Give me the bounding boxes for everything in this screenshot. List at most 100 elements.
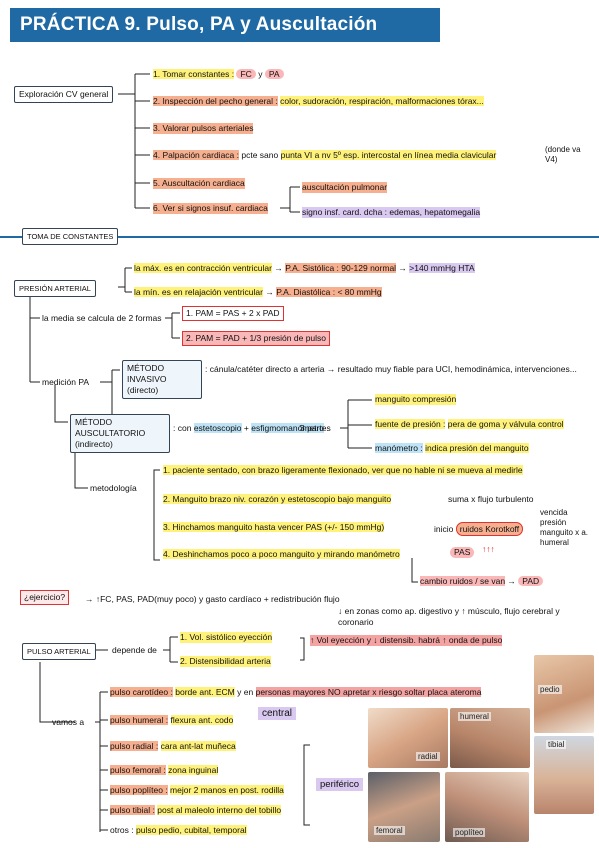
step-1-text: 1. paciente sentado, con brazo ligeramen… — [163, 465, 523, 475]
page-title: PRÁCTICA 9. Pulso, PA y Auscultación Car… — [10, 8, 440, 69]
vencida-presion: vencida presión manguito x a. humeral — [540, 508, 589, 547]
pa-min-row: la mín. es en relajación ventricular → P… — [134, 287, 382, 297]
step-4-text: 4. Deshinchamos poco a poco manguito y m… — [163, 549, 400, 559]
inicio-label: inicio — [434, 524, 454, 534]
photo-humeral: humeral — [450, 708, 530, 768]
item-2-detail: color, sudoración, respiración, malforma… — [280, 96, 484, 106]
photo-radial: radial — [368, 708, 448, 768]
cambio-row: cambio ruidos / se van → PAD — [420, 576, 544, 587]
suma-flujo: suma x flujo turbulento — [448, 494, 534, 504]
humeral-detail: flexura ant. codo — [170, 715, 234, 725]
pa-media: la media se calcula de 2 formas — [42, 313, 162, 323]
step-3-text: 3. Hinchamos manguito hasta vencer PAS (… — [163, 522, 385, 532]
auscult-con: : con — [173, 423, 192, 433]
exploracion-item-1: 1. Tomar constantes : FC y PA — [153, 69, 284, 80]
photo-tibial-label: tibial — [546, 740, 567, 749]
pulso-carotideo-row: pulso carotídeo : borde ant. ECM y en pe… — [110, 687, 482, 698]
estetoscopio: estetoscopio — [193, 423, 242, 433]
exploracion-item-5: 5. Auscultación cardiaca — [153, 178, 245, 189]
carotideo-label: pulso carotídeo : — [110, 687, 173, 697]
presion-arterial-header: PRESIÓN ARTERIAL — [14, 280, 96, 297]
pulso-radial-row: pulso radial : cara ant-lat muñeca — [110, 741, 236, 752]
ejercicio-detail: ↓ en zonas como ap. digestivo y ↑ múscul… — [338, 606, 560, 627]
metodo-step-3: 3. Hinchamos manguito hasta vencer PAS (… — [163, 522, 385, 533]
exploracion-root: Exploración CV general — [14, 86, 114, 103]
photo-tibial: tibial — [534, 736, 594, 814]
carotideo-warning: personas mayores NO apretar x riesgo sol… — [255, 687, 482, 697]
parte-manguito: manguito compresión — [375, 394, 457, 405]
item-4-detail-1: pcte sano — [241, 150, 279, 160]
photo-pedio: pedio — [534, 655, 594, 733]
fuente-label: fuente de presión : — [375, 419, 446, 429]
photo-pedio-label: pedio — [538, 685, 562, 694]
pa-min: la mín. es en relajación ventricular — [134, 287, 263, 297]
pa-max: la máx. es en contracción ventricular — [134, 263, 272, 273]
toma-constantes-header: TOMA DE CONSTANTES — [22, 228, 119, 245]
pam-formula-1: 1. PAM = PAS + 2 x PAD — [182, 306, 284, 321]
parte-manometro: manómetro : indica presión del manguito — [375, 443, 529, 454]
central-badge: central — [258, 707, 297, 720]
signo-insuf-derecha: signo insf. card. dcha : edemas, hepatom… — [302, 207, 481, 218]
pulso-note: ↑ Vol eyección y ↓ distensib. habrá ↑ on… — [310, 635, 503, 646]
metodo-step-1: 1. paciente sentado, con brazo ligeramen… — [163, 465, 523, 476]
pulso-otros-row: otros : pulso pedio, cubital, temporal — [110, 825, 247, 836]
item-4-label: 4. Palpación cardiaca : — [153, 150, 239, 160]
depende-2: 2. Distensibilidad arteria — [180, 656, 271, 667]
item-1-label: 1. Tomar constantes : — [153, 69, 235, 79]
metodo-invasivo: MÉTODO INVASIVO (directo) — [122, 360, 202, 399]
item-2-label: 2. Inspección del pecho general : — [153, 96, 278, 106]
auscultatorio-detail: : con estetoscopio + esfigmomanómetro — [173, 423, 325, 434]
ejercicio-answer: → ↑FC, PAS, PAD(muy poco) y gasto cardía… — [85, 594, 340, 604]
photo-popliteo: poplíteo — [445, 772, 529, 842]
photo-humeral-label: humeral — [458, 712, 491, 721]
medicion-pa: medición PA — [42, 377, 90, 387]
section-divider — [0, 236, 599, 238]
fuente-detail: pera de goma y válvula control — [447, 419, 564, 429]
femoral-detail: zona inguinal — [168, 765, 219, 775]
metodo-step-2: 2. Manguito brazo niv. corazón y estetos… — [163, 494, 392, 505]
metodo-auscultatorio: MÉTODO AUSCULTATORIO (indirecto) — [70, 414, 170, 453]
pulso-tibial-row: pulso tibial : post al maleolo interno d… — [110, 805, 282, 816]
auscult-plus: + — [243, 423, 249, 433]
fc-badge: FC — [236, 69, 256, 79]
korotkoff-row: inicio ruidos Korotkoff — [434, 522, 524, 536]
otros-detail: pulso pedio, cubital, temporal — [136, 825, 247, 835]
esfigmomanometro: esfigmomanómetro — [251, 423, 325, 433]
metodo-step-4: 4. Deshinchamos poco a poco manguito y m… — [163, 549, 400, 560]
pa-diastolica: P.A. Diastólica : < 80 mmHg — [276, 287, 382, 297]
depende-1: 1. Vol. sistólico eyección — [180, 632, 273, 643]
pulso-popliteo-row: pulso poplíteo : mejor 2 manos en post. … — [110, 785, 284, 796]
arrows-up: ↑↑↑ — [482, 544, 495, 554]
tres-partes: 3 partes — [300, 423, 331, 433]
cambio-ruidos: cambio ruidos / se van — [420, 576, 506, 586]
femoral-label: pulso femoral : — [110, 765, 166, 775]
exploracion-item-4: 4. Palpación cardiaca : pcte sano punta … — [153, 150, 497, 161]
radial-detail: cara ant-lat muñeca — [160, 741, 236, 751]
pam-formula-2: 2. PAM = PAD + 1/3 presión de pulso — [182, 331, 331, 346]
humeral-label: pulso humeral : — [110, 715, 169, 725]
item-4-detail-3: (donde va V4) — [545, 145, 581, 164]
radial-label: pulso radial : — [110, 741, 159, 751]
popliteo-label: pulso poplíteo : — [110, 785, 168, 795]
vamos-a: vamos a — [52, 717, 85, 727]
exploracion-item-3: 3. Valorar pulsos arteriales — [153, 123, 254, 134]
item-4-detail-2: punta VI a nv 5º esp. intercostal en lín… — [280, 150, 497, 160]
carotideo-detail: borde ant. ECM — [175, 687, 235, 697]
photo-radial-label: radial — [416, 752, 440, 761]
pa-sistolica: P.A. Sistólica : 90-129 normal — [285, 263, 397, 273]
auscultacion-pulmonar: auscultación pulmonar — [302, 182, 388, 193]
tibial-label: pulso tibial : — [110, 805, 155, 815]
pa-hta: >140 mmHg HTA — [409, 263, 475, 273]
item-1-and: y — [258, 69, 263, 79]
pulso-femoral-row: pulso femoral : zona inguinal — [110, 765, 219, 776]
ejercicio-question: ¿ejercicio? — [20, 590, 70, 605]
manometro-detail: indica presión del manguito — [425, 443, 529, 453]
pas-badge: PAS — [450, 547, 475, 558]
parte-fuente: fuente de presión : pera de goma y válvu… — [375, 419, 564, 430]
popliteo-detail: mejor 2 manos en post. rodilla — [170, 785, 284, 795]
photo-femoral: femoral — [368, 772, 440, 842]
step-2-text: 2. Manguito brazo niv. corazón y estetos… — [163, 494, 392, 504]
depende-de: depende de — [112, 645, 157, 655]
pulso-humeral-row: pulso humeral : flexura ant. codo — [110, 715, 234, 726]
